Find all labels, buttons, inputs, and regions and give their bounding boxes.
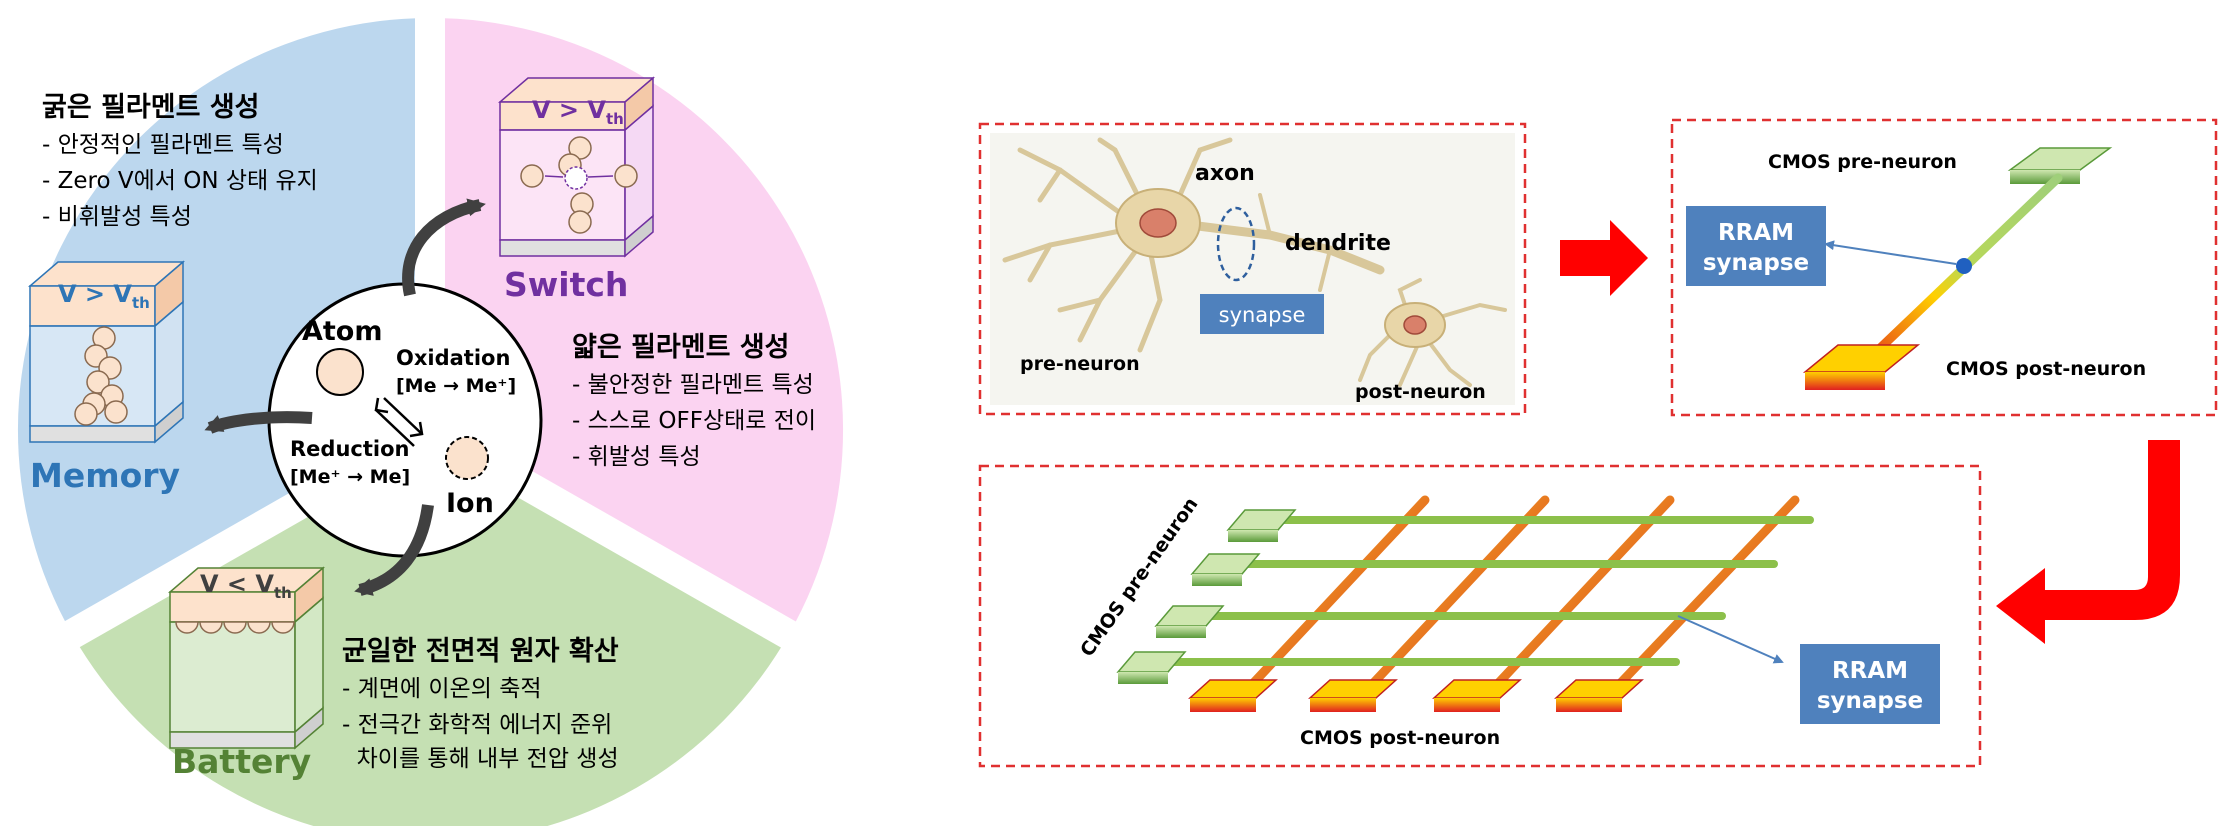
ion-circle: [445, 436, 489, 480]
oxidation-equation: [Me → Me⁺]: [396, 375, 516, 397]
cmos-wire: [1847, 173, 2063, 380]
reduction-label: Reduction: [290, 437, 409, 461]
memory-bullet-2: - Zero V에서 ON 상태 유지: [42, 168, 318, 194]
battery-title: 균일한 전면적 원자 확산: [342, 636, 619, 667]
switch-device-icon: [497, 76, 656, 258]
post-neuron-nucleus: [1403, 315, 1427, 335]
cmos-post-pad-front: [1805, 372, 1885, 390]
cmos-junction-dot: [1956, 258, 1972, 274]
red-arrow-down-left-icon: [1996, 440, 2180, 644]
pre-neuron-label: pre-neuron: [1020, 353, 1140, 375]
crossbar-rram-label-2: synapse: [1817, 688, 1923, 714]
cmos-post-label: CMOS post-neuron: [1946, 358, 2146, 380]
switch-label: Switch: [504, 265, 628, 304]
memory-device-icon: [27, 260, 186, 444]
axon-label: axon: [1195, 161, 1255, 186]
switch-bullet-1: - 불안정한 필라멘트 특성: [572, 372, 814, 398]
battery-label: Battery: [172, 742, 311, 781]
atom-label: Atom: [302, 316, 383, 347]
switch-bullet-2: - 스스로 OFF상태로 전이: [572, 408, 816, 434]
arrow-to-switch-icon: [402, 198, 486, 297]
redox-arrows-icon: [374, 397, 424, 447]
neuron-illustration-icon: [1002, 137, 1507, 387]
crossbar-rram-pointer: [1677, 615, 1784, 664]
synapse-highlight: [1216, 206, 1256, 282]
battery-device-icon: [167, 566, 326, 750]
battery-bullet-1: - 계면에 이온의 축적: [342, 676, 542, 702]
cmos-rram-label-1: RRAM: [1718, 220, 1794, 246]
pre-neuron-nucleus: [1139, 208, 1177, 238]
switch-title: 얇은 필라멘트 생성: [572, 332, 790, 363]
crossbar-post-label: CMOS post-neuron: [1300, 727, 1500, 749]
battery-sector: [72, 430, 789, 826]
red-arrow-right-icon: [1560, 220, 1648, 296]
ion-label: Ion: [446, 488, 494, 519]
crossbar-post-pads: [1188, 679, 1644, 712]
battery-voltage-label: V < Vth: [200, 570, 292, 602]
cmos-rram-pointer: [1824, 240, 1957, 265]
oxidation-label: Oxidation: [396, 346, 510, 370]
synapse-box: [1200, 294, 1324, 334]
switch-voltage-label: V > Vth: [532, 96, 624, 128]
crossbar-rram-box: [1800, 644, 1940, 724]
reduction-equation: [Me⁺ → Me]: [290, 466, 410, 488]
cmos-pre-pad-front: [2010, 170, 2080, 184]
memory-voltage-label: V > Vth: [58, 280, 150, 312]
switch-bullet-3: - 휘발성 특성: [572, 444, 701, 470]
cmos-pre-label: CMOS pre-neuron: [1768, 151, 1957, 173]
memory-bullet-1: - 안정적인 필라멘트 특성: [42, 132, 284, 158]
post-neuron-label: post-neuron: [1355, 381, 1486, 403]
crossbar-rows: [1148, 516, 1814, 666]
memory-bullet-3: - 비휘발성 특성: [42, 204, 192, 230]
crossbar-pre-pads: [1116, 509, 1297, 684]
memory-label: Memory: [30, 456, 180, 495]
battery-bullet-2: - 전극간 화학적 에너지 준위: [342, 712, 612, 738]
synapse-label: synapse: [1219, 303, 1306, 327]
atom-circle: [316, 348, 364, 396]
crossbar-rram-label-1: RRAM: [1832, 658, 1908, 684]
neuron-image-bg: [990, 133, 1515, 405]
cmos-rram-label-2: synapse: [1703, 250, 1809, 276]
arrow-to-battery-icon: [354, 504, 434, 596]
battery-bullet-3: 차이를 통해 내부 전압 생성: [342, 746, 619, 772]
dendrite-label: dendrite: [1285, 231, 1391, 256]
cmos-rram-box: [1686, 206, 1826, 286]
memory-title: 굵은 필라멘트 생성: [42, 92, 260, 123]
arrow-to-memory-icon: [204, 411, 313, 434]
